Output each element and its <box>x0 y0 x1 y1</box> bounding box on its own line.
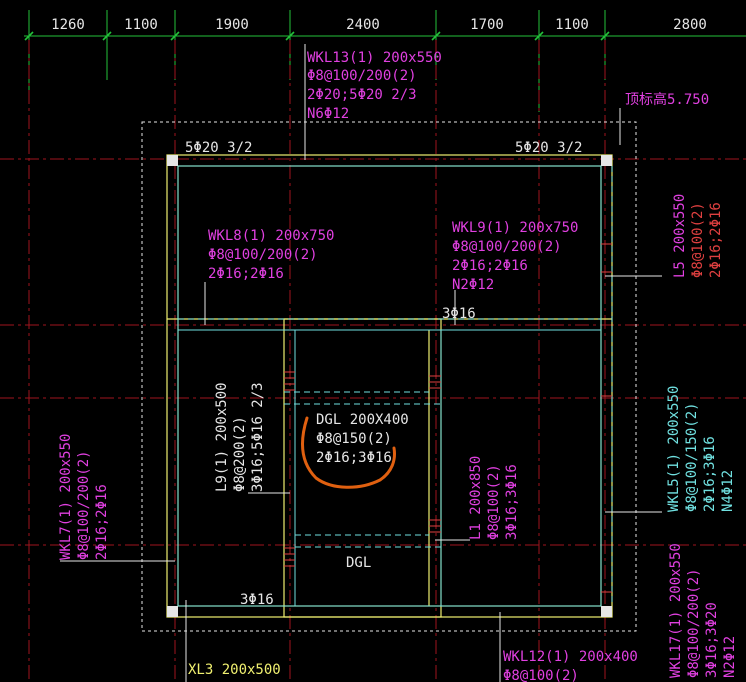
dimension-tick <box>431 31 441 41</box>
beam-label-line: Φ8@200(2) <box>232 416 248 492</box>
dimension-text: 1900 <box>215 17 249 33</box>
beam-label-line: 2Φ16;3Φ16 <box>702 436 718 512</box>
markup-sketch-arc <box>301 416 396 489</box>
beam-label-line: N2Φ12 <box>452 277 494 293</box>
label-l1: L1 200x850 Φ8@100(2) 3Φ16;3Φ16 <box>468 456 520 540</box>
beam-label-line: Φ8@100/200(2) <box>208 247 318 263</box>
label-l5: L5 200x550 Φ8@100(2) 2Φ16;2Φ16 <box>672 194 724 278</box>
beam-label-line: Φ8@100/200(2) <box>76 450 92 560</box>
beam-label-line: 2Φ16;2Φ16 <box>94 484 110 560</box>
beam-label-line: Φ8@100(2) <box>503 668 579 682</box>
rebar-tick <box>284 547 295 567</box>
beam-label-line: WKL7(1) 200x550 <box>58 434 74 560</box>
dimension-text: 1260 <box>51 17 85 33</box>
beam-label-line: DGL 200X400 <box>316 412 409 428</box>
axis-grid <box>0 40 746 682</box>
label-wkl9: WKL9(1) 200x750 Φ8@100/200(2) 2Φ16;2Φ16 … <box>452 220 578 293</box>
beam-label-line: WKL13(1) 200x550 <box>307 50 442 66</box>
beam-label-line: 2Φ16;2Φ16 <box>452 258 528 274</box>
rebar-note-mid: 3Φ16 <box>442 306 476 322</box>
label-wkl17: WKL17(1) 200x550 Φ8@100/200(2) 3Φ16;3Φ20… <box>668 543 738 678</box>
label-wkl8: WKL8(1) 200x750 Φ8@100/200(2) 2Φ16;2Φ16 <box>208 228 334 282</box>
beam-label-line: 3Φ16;5Φ16 2/3 <box>250 382 266 492</box>
dimension-tick <box>285 31 295 41</box>
rebar-note-bottom: 3Φ16 <box>240 592 274 608</box>
column <box>601 606 612 617</box>
dimension-tick <box>534 31 544 41</box>
beam-label-line: Φ8@150(2) <box>316 431 392 447</box>
beam-label-line: 2Φ16;2Φ16 <box>708 202 724 278</box>
beam-label-line: 3Φ16;3Φ16 <box>504 464 520 540</box>
label-wkl7: WKL7(1) 200x550 Φ8@100/200(2) 2Φ16;2Φ16 <box>58 434 110 560</box>
beam-label-line: WKL9(1) 200x750 <box>452 220 578 236</box>
beam-label-line: L1 200x850 <box>468 456 484 540</box>
beam-label-line: Φ8@100(2) <box>486 464 502 540</box>
column <box>601 155 612 166</box>
beam-label-line: 2Φ16;2Φ16 <box>208 266 284 282</box>
dimension-text: 1700 <box>470 17 504 33</box>
label-l9: L9(1) 200x500 Φ8@200(2) 3Φ16;5Φ16 2/3 <box>214 382 266 492</box>
beam-label-line: WKL5(1) 200x550 <box>666 386 682 512</box>
elevation-note: 顶标高5.750 <box>625 91 709 108</box>
beam-label-line: N2Φ12 <box>722 636 738 678</box>
beam-label-line: 3Φ16;3Φ20 <box>704 602 720 678</box>
beam-label-line: L5 200x550 <box>672 194 688 278</box>
label-xl3: XL3 200x500 <box>188 662 281 678</box>
dimension-text: 2800 <box>673 17 707 33</box>
label-dgl-box: DGL 200X400 Φ8@150(2) 2Φ16;3Φ16 <box>316 412 409 466</box>
dimension-tick <box>102 31 112 41</box>
column <box>167 606 178 617</box>
rebar-note-top-right: 5Φ20 3/2 <box>515 140 582 156</box>
label-wkl13: WKL13(1) 200x550 Φ8@100/200(2) 2Φ20;5Φ20… <box>307 50 442 122</box>
label-wkl5: WKL5(1) 200x550 Φ8@100/150(2) 2Φ16;3Φ16 … <box>666 386 736 512</box>
dimension-values: 1260 1100 1900 2400 1700 1100 2800 <box>51 17 707 33</box>
beam-label-line: WKL8(1) 200x750 <box>208 228 334 244</box>
beam-label-line: 2Φ20;5Φ20 2/3 <box>307 87 417 103</box>
beam-label-line: WKL17(1) 200x550 <box>668 543 684 678</box>
label-wkl12: WKL12(1) 200x400 Φ8@100(2) <box>503 649 638 682</box>
beam-label-line: Φ8@100/200(2) <box>686 568 702 678</box>
column <box>167 155 178 166</box>
dimension-tick <box>170 31 180 41</box>
beam-label-line: Φ8@100/150(2) <box>684 402 700 512</box>
beam-label-line: N4Φ12 <box>720 470 736 512</box>
beam-label-line: N6Φ12 <box>307 106 349 122</box>
rebar-tick <box>429 519 441 533</box>
beam-label-line: Φ8@100/200(2) <box>452 239 562 255</box>
rebar-tick <box>284 371 295 391</box>
rebar-tick <box>601 243 612 273</box>
beam-label-line: Φ8@100/200(2) <box>307 68 417 84</box>
dimension-tick <box>600 31 610 41</box>
dimension-text: 2400 <box>346 17 380 33</box>
slab-outline <box>141 121 637 632</box>
dimension-tick <box>24 31 34 41</box>
beam-label-line: 2Φ16;3Φ16 <box>316 450 392 466</box>
rebar-tick <box>429 375 441 389</box>
rebar-ticks <box>284 243 612 593</box>
dimension-text: 1100 <box>124 17 158 33</box>
dgl-label: DGL <box>346 555 371 571</box>
beam-label-line: Φ8@100(2) <box>690 202 706 278</box>
rebar-tick <box>601 395 612 593</box>
leader-lines <box>60 44 662 682</box>
beam-label-line: L9(1) 200x500 <box>214 382 230 492</box>
rebar-note-top-left: 5Φ20 3/2 <box>185 140 252 156</box>
dimension-text: 1100 <box>555 17 589 33</box>
columns <box>167 155 612 617</box>
beam-label-line: WKL12(1) 200x400 <box>503 649 638 665</box>
